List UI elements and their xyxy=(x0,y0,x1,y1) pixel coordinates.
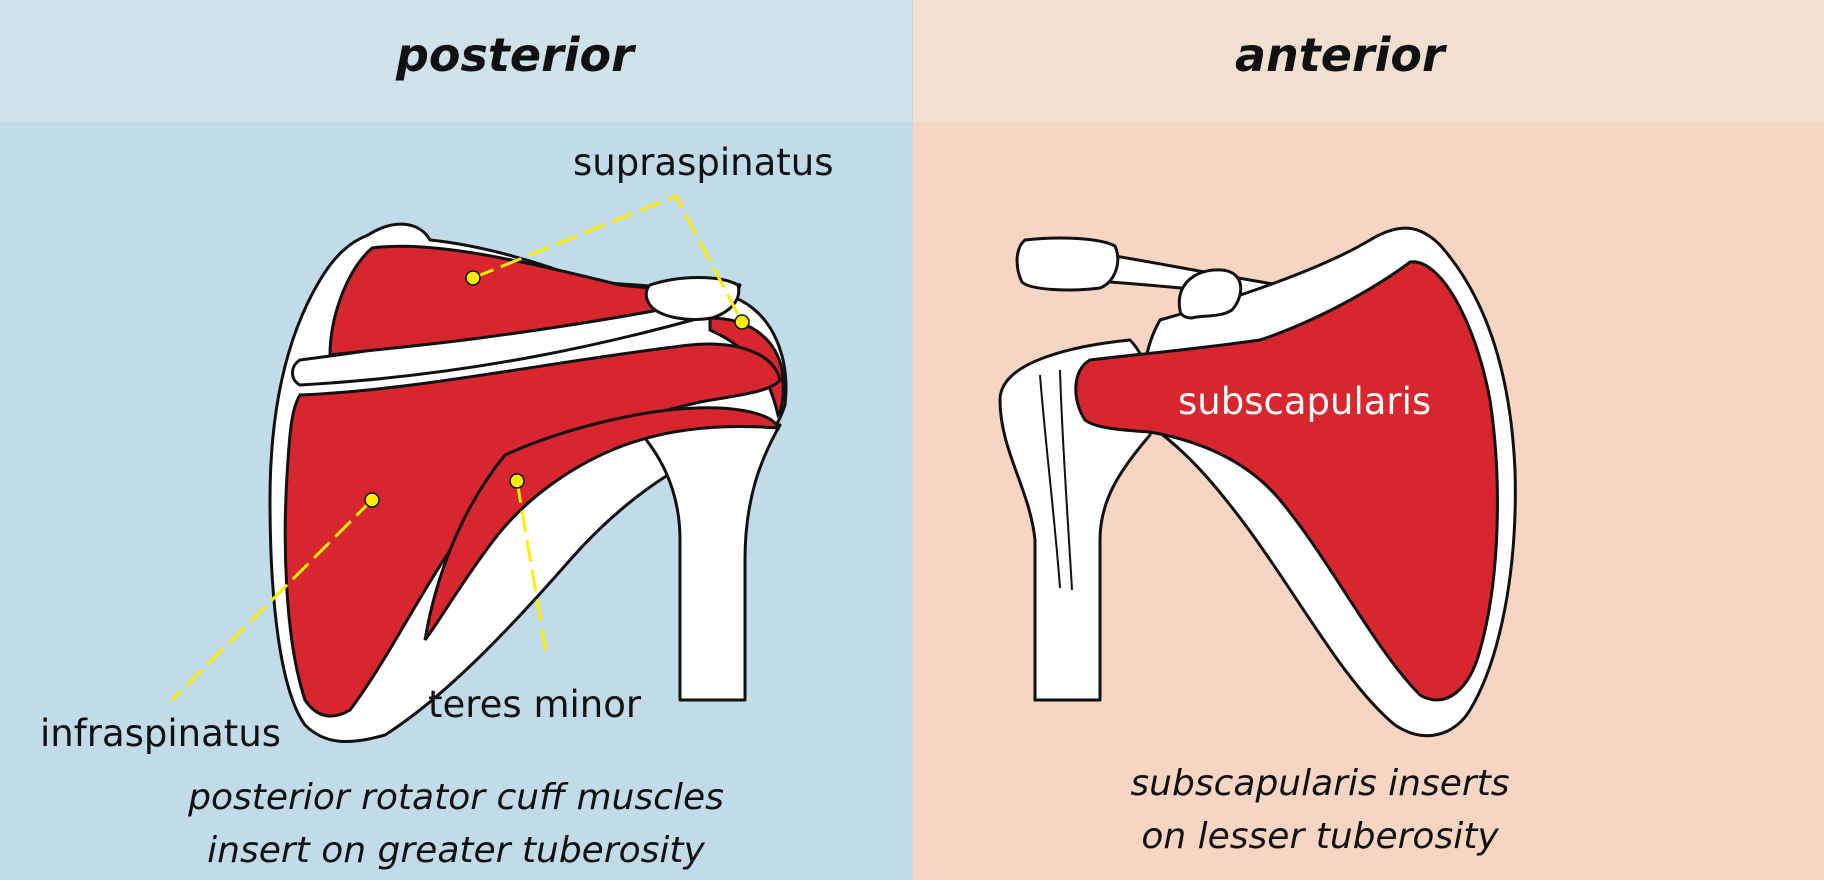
posterior-header-bg xyxy=(0,0,912,122)
teres-minor-dot xyxy=(509,473,525,489)
supraspinatus-label: supraspinatus xyxy=(573,141,834,184)
infraspinatus-dot xyxy=(364,492,380,508)
anterior-header-bg xyxy=(913,0,1824,122)
anterior-groove-line-1 xyxy=(1039,374,1061,589)
infraspinatus-pointer xyxy=(170,498,374,702)
infraspinatus-label: infraspinatus xyxy=(40,712,282,755)
posterior-caption-line1: posterior rotator cuff muscles xyxy=(188,777,724,818)
anterior-title: anterior xyxy=(1235,28,1445,82)
posterior-pointers xyxy=(170,194,744,702)
supraspinatus-pointer xyxy=(472,194,744,323)
anterior-caption: subscapularis inserts on lesser tuberosi… xyxy=(880,757,1760,863)
anterior-coracoid xyxy=(1177,268,1243,320)
posterior-pointer-dots xyxy=(364,270,750,508)
teres-minor-muscle xyxy=(423,406,781,641)
anterior-humerus-lines xyxy=(1039,369,1073,591)
anterior-acromion xyxy=(1015,236,1120,292)
posterior-caption-line2: insert on greater tuberosity xyxy=(207,830,705,871)
supraspinatus-insertion-dot xyxy=(734,314,750,330)
subscapularis-label: subscapularis xyxy=(1178,380,1432,423)
posterior-caption: posterior rotator cuff muscles insert on… xyxy=(0,771,912,877)
anterior-caption-line2: on lesser tuberosity xyxy=(1141,816,1499,857)
anterior-caption-line1: subscapularis inserts xyxy=(1130,763,1510,804)
subscapularis-muscle xyxy=(1074,260,1499,702)
posterior-title: posterior xyxy=(396,28,634,82)
supraspinatus-dot xyxy=(465,270,481,286)
supraspinatus-muscle xyxy=(328,244,726,357)
posterior-acromion xyxy=(644,276,741,321)
anterior-groove-line-2 xyxy=(1059,369,1073,591)
teres-minor-label: teres minor xyxy=(428,683,642,726)
